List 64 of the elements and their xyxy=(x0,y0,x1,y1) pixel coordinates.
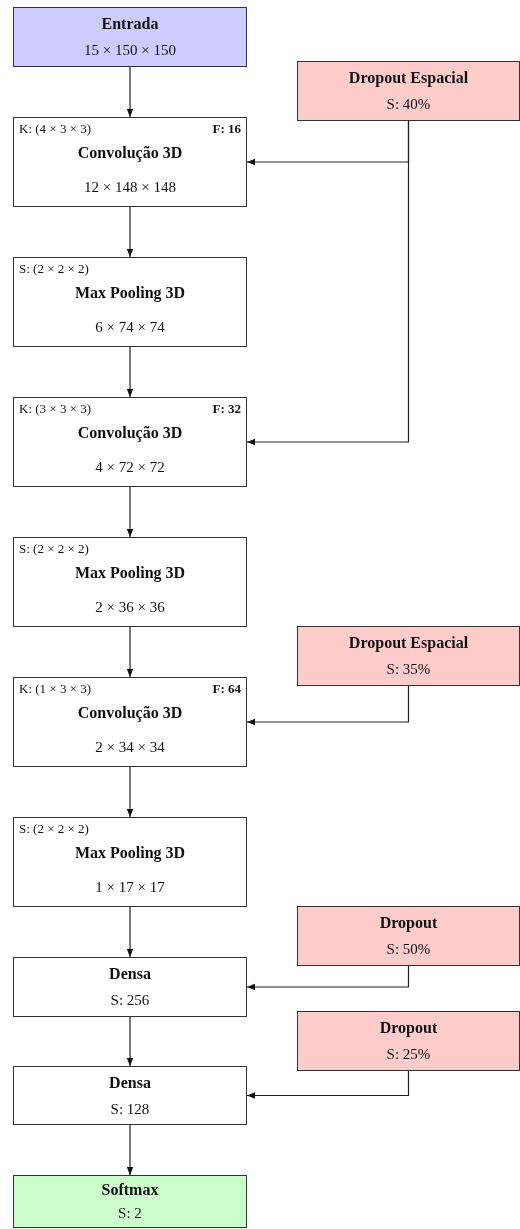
arrow xyxy=(246,1070,410,1099)
layer-size: 15 × 150 × 150 xyxy=(84,42,176,60)
layer-box xyxy=(13,677,247,767)
layer-box xyxy=(297,906,520,966)
layer-title: Dropout xyxy=(379,1018,438,1037)
arrow xyxy=(126,626,134,678)
arrow xyxy=(126,66,134,118)
layer-title: Densa xyxy=(109,964,151,983)
layer-box xyxy=(13,1175,247,1228)
layer-size: S: 40% xyxy=(386,96,431,114)
layer-size: S: 50% xyxy=(386,941,431,959)
layer-title: Densa xyxy=(109,1073,151,1092)
layer-title: Dropout xyxy=(379,913,438,932)
layer-box xyxy=(297,626,520,686)
layer-size: S: 128 xyxy=(110,1100,150,1118)
layer-title: Max Pooling 3D xyxy=(74,284,186,303)
layer-size: S: 2 xyxy=(118,1205,142,1222)
parameter-label: K: (3 × 3 × 3) xyxy=(19,401,92,417)
parameter-label: S: (2 × 2 × 2) xyxy=(19,821,89,837)
layer-title: Convolução 3D xyxy=(77,424,183,443)
layer-size: S: 35% xyxy=(386,661,431,679)
layer-box xyxy=(13,117,247,207)
layer-size: S: 256 xyxy=(110,992,150,1010)
layer-box xyxy=(13,1066,247,1125)
layer-size: 12 × 148 × 148 xyxy=(84,178,176,196)
layer-box xyxy=(297,61,520,121)
arrow xyxy=(126,766,134,818)
layer-box xyxy=(297,1011,520,1071)
filter-count: F: 64 xyxy=(212,681,241,697)
layer-box xyxy=(13,537,247,627)
layer-size: 2 × 34 × 34 xyxy=(95,738,165,756)
layer-size: 4 × 72 × 72 xyxy=(95,458,165,476)
arrow xyxy=(246,685,410,726)
layer-title: Convolução 3D xyxy=(77,144,183,163)
layer-size: S: 25% xyxy=(386,1046,431,1064)
layer-title: Entrada xyxy=(101,14,159,33)
layer-title: Max Pooling 3D xyxy=(74,844,186,863)
arrow xyxy=(126,1016,134,1067)
layer-box xyxy=(13,817,247,907)
arrow xyxy=(126,906,134,958)
arrow xyxy=(246,965,410,991)
layer-title: Convolução 3D xyxy=(77,704,183,723)
layer-title: Max Pooling 3D xyxy=(74,564,186,583)
layer-size: 2 × 36 × 36 xyxy=(95,598,165,616)
layer-size: 1 × 17 × 17 xyxy=(95,878,165,896)
layer-title: Dropout Espacial xyxy=(348,633,469,652)
layer-title: Softmax xyxy=(101,1181,159,1199)
arrow xyxy=(126,206,134,258)
arrow xyxy=(126,1124,134,1176)
layer-box xyxy=(13,397,247,487)
layer-box xyxy=(13,257,247,347)
arrow xyxy=(126,346,134,398)
parameter-label: S: (2 × 2 × 2) xyxy=(19,261,89,277)
arrow xyxy=(246,120,410,446)
layer-box xyxy=(13,7,247,67)
parameter-label: S: (2 × 2 × 2) xyxy=(19,541,89,557)
filter-count: F: 32 xyxy=(212,401,241,417)
layer-title: Dropout Espacial xyxy=(348,68,469,87)
layer-box xyxy=(13,957,247,1017)
parameter-label: K: (1 × 3 × 3) xyxy=(19,681,92,697)
parameter-label: K: (4 × 3 × 3) xyxy=(19,121,92,137)
arrow xyxy=(126,486,134,538)
filter-count: F: 16 xyxy=(212,121,241,137)
layer-size: 6 × 74 × 74 xyxy=(95,318,165,336)
